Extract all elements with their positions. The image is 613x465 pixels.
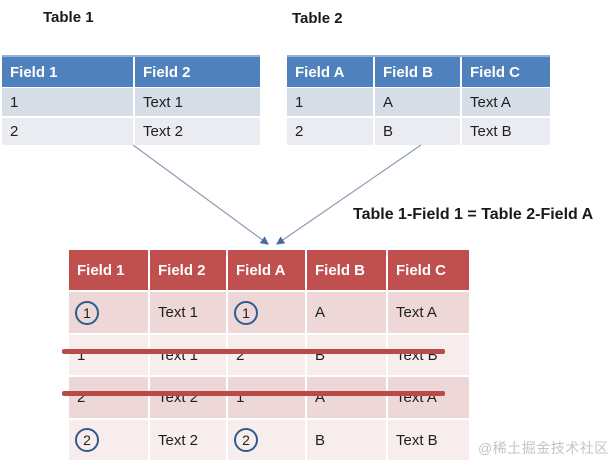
table-cell: 2	[228, 420, 307, 460]
table-cell: A	[307, 377, 388, 418]
table-cell: 1	[69, 335, 150, 375]
table-row: 1 A Text A	[287, 88, 550, 116]
arrow-from-table1-icon	[132, 144, 269, 245]
arrow-from-table2-icon	[276, 144, 422, 245]
table2-header-fieldA: Field A	[287, 57, 375, 87]
table-cell: Text 1	[150, 292, 228, 333]
table-cell: 2	[2, 118, 135, 145]
table2-header-fieldB: Field B	[375, 57, 462, 87]
result-row-matched: 1 Text 1 1 A Text A	[69, 292, 469, 333]
table-cell: Text A	[396, 304, 437, 321]
table1-title: Table 1	[43, 9, 94, 26]
strikethrough-line-icon	[62, 391, 445, 396]
table1-header-field2: Field 2	[143, 63, 191, 81]
table2-title: Table 2	[292, 10, 343, 27]
match-circle-icon: 2	[75, 428, 99, 452]
table-cell: 1	[287, 88, 375, 116]
match-circle-icon: 1	[75, 300, 99, 325]
table-cell: B	[375, 118, 462, 145]
result-row-eliminated: 2 Text 2 1 A Text A	[62, 377, 469, 418]
result-header-fieldA: Field A	[228, 250, 307, 290]
table-row: 1 Text 1	[2, 88, 260, 116]
table1-header-field1: Field 1	[2, 57, 135, 87]
community-watermark: @稀土掘金技术社区	[478, 440, 609, 456]
table-row: 2 B Text B	[287, 118, 550, 145]
table-cell: A	[307, 292, 388, 333]
table-cell: Text 2	[150, 420, 228, 460]
table-cell: 2	[69, 377, 150, 418]
table-cell: B	[307, 335, 388, 375]
table-cell: 2	[69, 420, 150, 460]
table-cell: Text 1	[143, 93, 184, 111]
table-cell: Text A	[396, 389, 437, 406]
match-circle-icon: 1	[234, 300, 258, 325]
table-cell: 1	[69, 292, 150, 333]
table-cell: 2	[287, 118, 375, 145]
table-cell: Text A	[470, 93, 511, 111]
table-cell: 1	[228, 292, 307, 333]
table1: Field 1 Field 2 1 Text 1 2 Text 2	[2, 55, 260, 145]
table-cell: Text B	[396, 346, 438, 364]
result-row-matched: 2 Text 2 2 B Text B	[69, 420, 469, 460]
table-cell: Text 2	[150, 377, 228, 418]
table-cell: 1	[228, 377, 307, 418]
table2-header-fieldC: Field C	[470, 63, 521, 81]
table1-header-row: Field 1 Field 2	[2, 55, 260, 87]
result-header-field2: Field 2	[150, 250, 228, 290]
strikethrough-line-icon	[62, 349, 445, 354]
result-table: Field 1 Field 2 Field A Field B Field C …	[62, 250, 469, 462]
table2-header-row: Field A Field B Field C	[287, 55, 550, 87]
result-header-field1: Field 1	[69, 250, 150, 290]
table-cell: Text B	[470, 123, 512, 140]
result-header-fieldC: Field C	[396, 261, 447, 279]
table-row: 2 Text 2	[2, 118, 260, 145]
table-cell: 1	[2, 88, 135, 116]
table-cell: Text 1	[150, 335, 228, 375]
table-cell: Text B	[396, 431, 438, 449]
table-cell: 2	[228, 335, 307, 375]
join-condition-label: Table 1-Field 1 = Table 2-Field A	[353, 206, 594, 223]
match-circle-icon: 2	[234, 428, 258, 452]
table-cell: Text 2	[143, 123, 184, 140]
result-header-row: Field 1 Field 2 Field A Field B Field C	[69, 250, 469, 290]
result-row-eliminated: 1 Text 1 2 B Text B	[62, 335, 469, 375]
table2: Field A Field B Field C 1 A Text A 2 B T…	[287, 55, 550, 145]
table-cell: B	[307, 420, 388, 460]
table-cell: A	[375, 88, 462, 116]
result-header-fieldB: Field B	[307, 250, 388, 290]
